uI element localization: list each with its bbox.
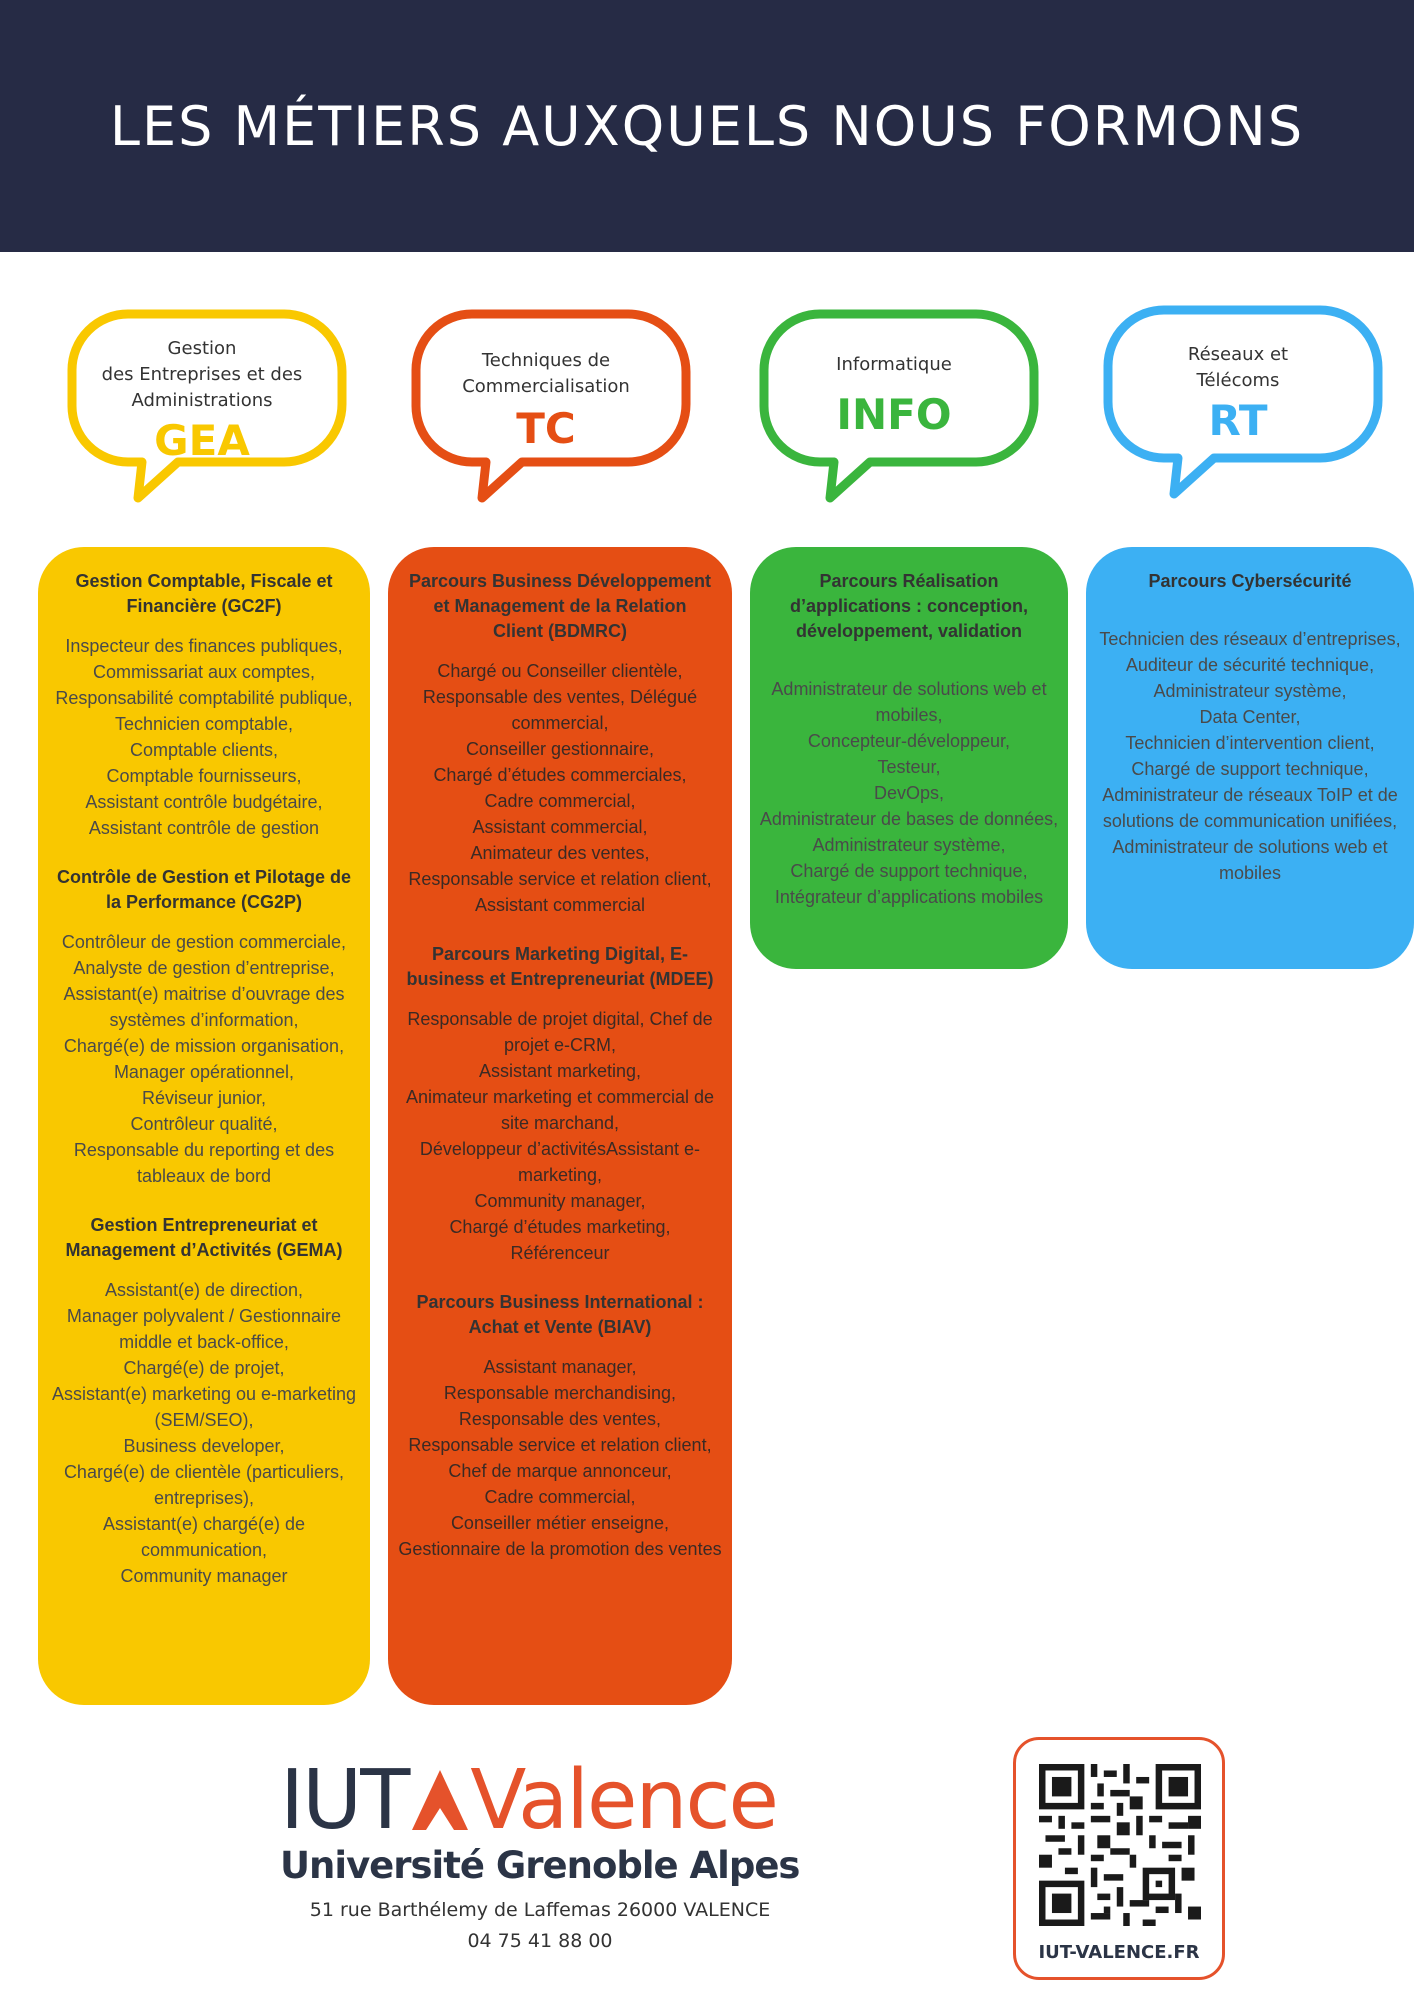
address-block: 51 rue Barthélemy de Laffemas 26000 VALE… [250, 1895, 830, 1957]
column-gea: Gestion Comptable, Fiscale et Financière… [38, 547, 370, 1705]
jobs-list: Administrateur de solutions web et mobil… [759, 679, 1059, 907]
phone-text: 04 75 41 88 00 [467, 1930, 613, 1952]
bubble-rt: Réseaux et Télécoms RT [1103, 304, 1383, 499]
bubble-gea: Gestion des Entreprises et des Administr… [67, 308, 347, 503]
department-code: GEA [154, 416, 250, 465]
department-name: Techniques de Commercialisation [462, 350, 630, 397]
department-name: Informatique [836, 354, 952, 375]
section-title: Parcours Business International : Achat … [416, 1292, 704, 1337]
speech-bubble-icon [1103, 305, 1383, 499]
bubble-tc: Techniques de Commercialisation TC [411, 308, 691, 503]
section-title: Gestion Entrepreneuriat et Management d’… [65, 1215, 343, 1260]
address-text: 51 rue Barthélemy de Laffemas 26000 VALE… [309, 1899, 771, 1921]
qr-code-card[interactable]: IUT-VALENCE.FR [1013, 1737, 1225, 1980]
column-tc: Parcours Business Développement et Manag… [388, 547, 732, 1705]
jobs-list: Assistant manager, Responsable merchandi… [398, 1357, 722, 1559]
section-title: Parcours Business Développement et Manag… [408, 571, 712, 641]
section-title: Gestion Comptable, Fiscale et Financière… [75, 571, 333, 616]
section-title: Contrôle de Gestion et Pilotage de la Pe… [56, 867, 352, 912]
column-rt: Parcours Cybersécurité Technicien des ré… [1086, 547, 1414, 969]
department-code: INFO [836, 390, 952, 439]
department-name: Gestion des Entreprises et des Administr… [101, 338, 303, 411]
department-code: RT [1208, 396, 1268, 445]
logo-valence-text: Valence [470, 1753, 779, 1848]
jobs-list: Chargé ou Conseiller clientèle, Responsa… [408, 661, 712, 915]
page-title: LES MÉTIERS AUXQUELS NOUS FORMONS [109, 94, 1305, 158]
iut-valence-logo: IUT Valence Université Grenoble Alpes [280, 1752, 800, 1890]
speech-bubble-icon [759, 309, 1039, 503]
jobs-list: Assistant(e) de direction, Manager polyv… [51, 1280, 357, 1586]
bubble-info: Informatique INFO [759, 308, 1039, 503]
section-title: Parcours Marketing Digital, E-business e… [406, 944, 714, 989]
column-info: Parcours Réalisation d’applications : co… [750, 547, 1068, 969]
department-name: Réseaux et Télécoms [1187, 344, 1289, 391]
section-title: Parcours Réalisation d’applications : co… [789, 571, 1029, 641]
speech-bubble-icon [411, 309, 691, 503]
jobs-list: Contrôleur de gestion commerciale, Analy… [61, 932, 347, 1186]
qr-code-icon[interactable] [1039, 1764, 1201, 1926]
logo-iut-text: IUT [280, 1753, 410, 1848]
jobs-list: Responsable de projet digital, Chef de p… [405, 1009, 715, 1263]
jobs-list: Inspecteur des finances publiques, Commi… [55, 636, 353, 838]
section-title: Parcours Cybersécurité [1148, 571, 1352, 591]
triangle-logo-icon [412, 1770, 469, 1830]
page-header: LES MÉTIERS AUXQUELS NOUS FORMONS [0, 0, 1414, 252]
logo-university-text: Université Grenoble Alpes [280, 1844, 800, 1887]
speech-bubble-icon [67, 309, 347, 503]
qr-website-label[interactable]: IUT-VALENCE.FR [1038, 1942, 1200, 1963]
department-code: TC [516, 404, 576, 453]
jobs-list: Technicien des réseaux d’entreprises, Au… [1099, 629, 1401, 883]
